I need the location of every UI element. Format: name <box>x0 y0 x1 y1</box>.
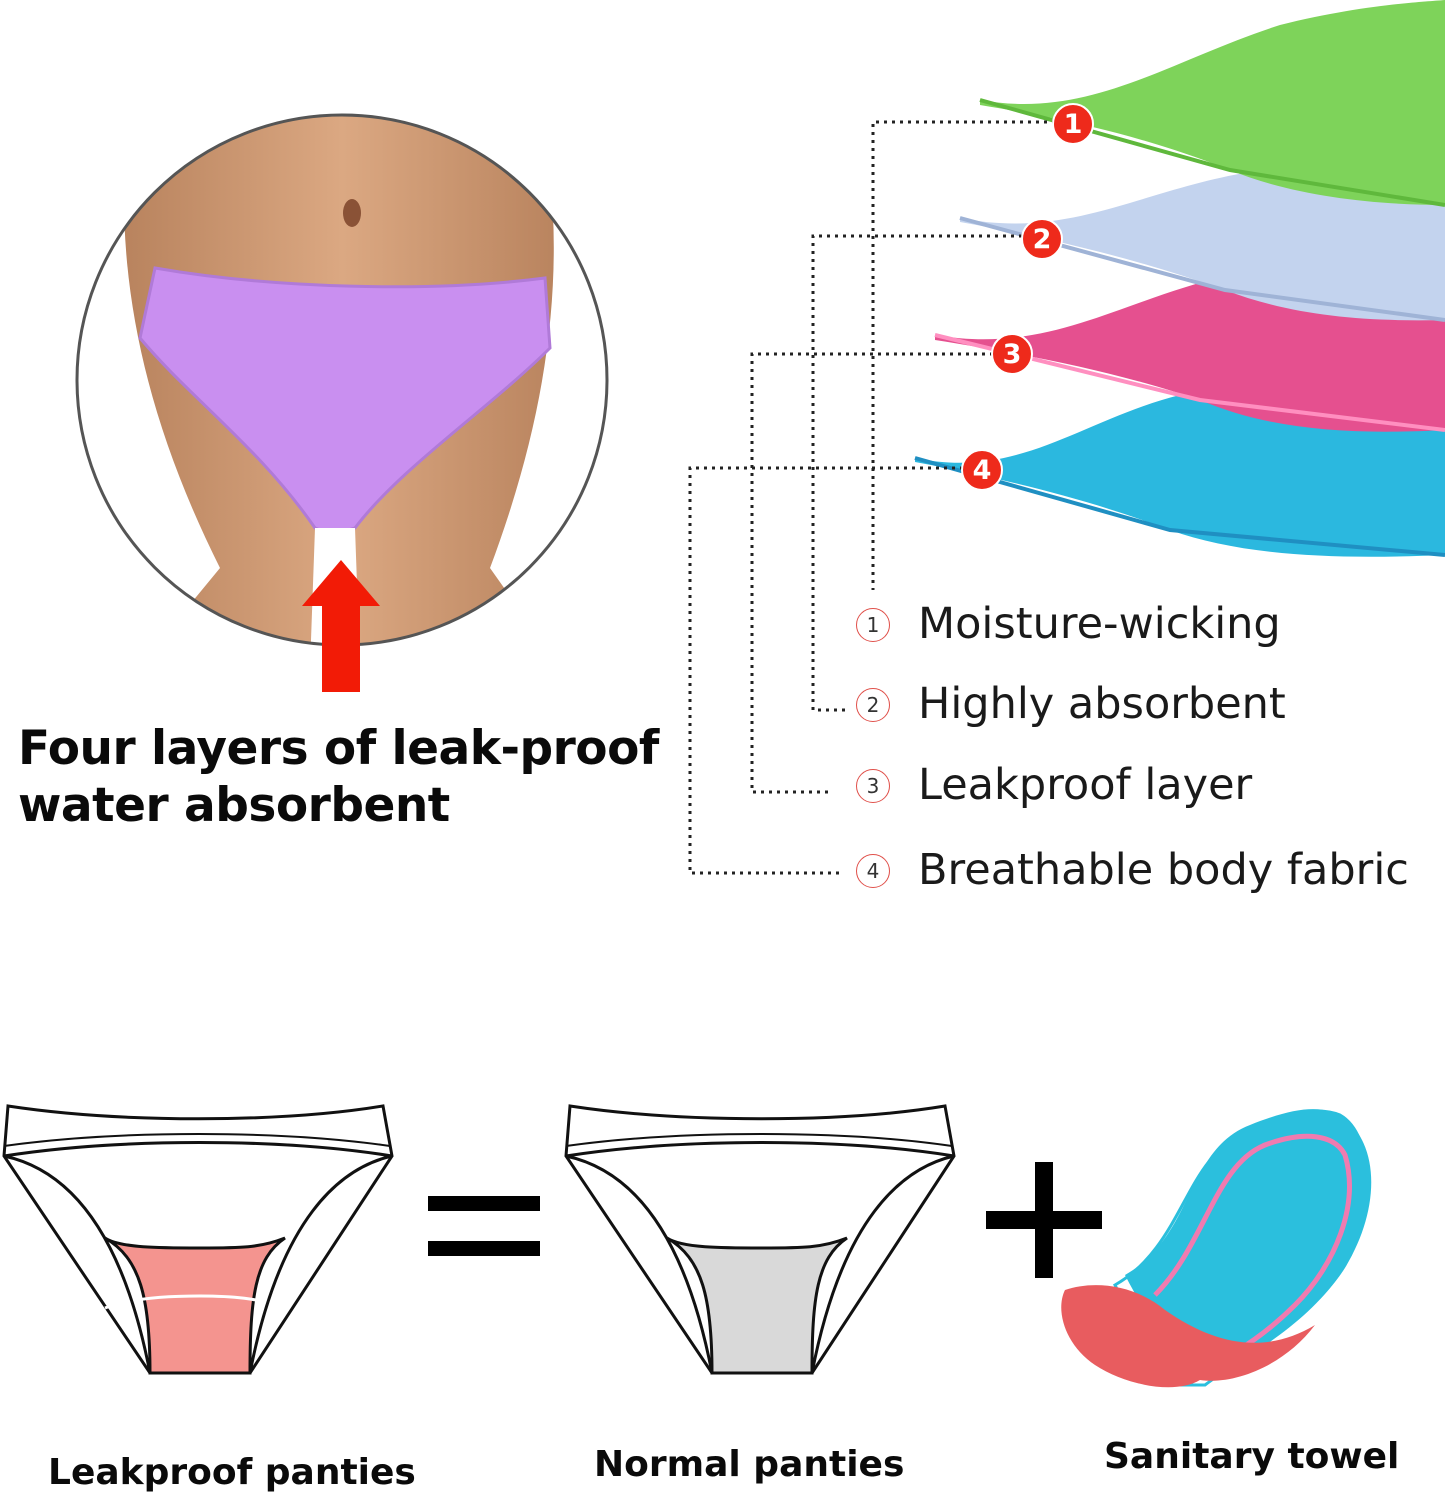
purple-panty <box>138 266 552 534</box>
layer-4-badge: 4 <box>961 449 1003 491</box>
layer-legend-1: 1 Moisture-wicking <box>856 603 1281 646</box>
layer-1-badge: 1 <box>1052 103 1094 145</box>
leader-line-3 <box>750 352 993 794</box>
leakproof-panties-caption: Leakproof panties <box>48 1452 416 1493</box>
product-photo-circle <box>75 113 609 647</box>
circled-number-2: 2 <box>856 687 890 722</box>
layer-4-label: Breathable body fabric <box>918 845 1409 895</box>
layer-2-label: Highly absorbent <box>918 679 1286 729</box>
layer-3-label: Leakproof layer <box>918 760 1253 810</box>
layer-legend-4: 4 Breathable body fabric <box>856 849 1409 892</box>
sanitary-towel-caption: Sanitary towel <box>1104 1436 1400 1477</box>
circled-number-1: 1 <box>856 607 890 642</box>
navel <box>343 199 361 227</box>
layer-3-badge: 3 <box>991 333 1033 375</box>
equals-sign: = <box>428 1196 540 1262</box>
circled-number-3: 3 <box>856 768 890 803</box>
layer-2-sheet <box>960 160 1445 321</box>
headline-line-1: Four layers of leak-proof <box>18 721 659 776</box>
normal-panties-caption: Normal panties <box>594 1444 905 1485</box>
up-arrow-icon <box>302 560 380 692</box>
headline: Four layers of leak-proof water absorben… <box>18 720 678 834</box>
plus-sign: + <box>986 1162 1102 1278</box>
layer-2-badge: 2 <box>1021 218 1063 260</box>
layer-1-label: Moisture-wicking <box>918 599 1281 649</box>
layer-legend-3: 3 Leakproof layer <box>856 764 1252 807</box>
layer-legend-2: 2 Highly absorbent <box>856 683 1286 726</box>
circled-number-4: 4 <box>856 853 890 888</box>
leakproof-panty-illustration <box>2 1104 394 1375</box>
normal-panty-illustration <box>564 1104 956 1375</box>
leader-line-2 <box>811 234 1022 712</box>
headline-line-2: water absorbent <box>18 778 450 833</box>
layer-1-sheet <box>980 0 1445 205</box>
leader-line-4 <box>688 466 963 875</box>
sanitary-towel-illustration <box>1061 1109 1372 1388</box>
